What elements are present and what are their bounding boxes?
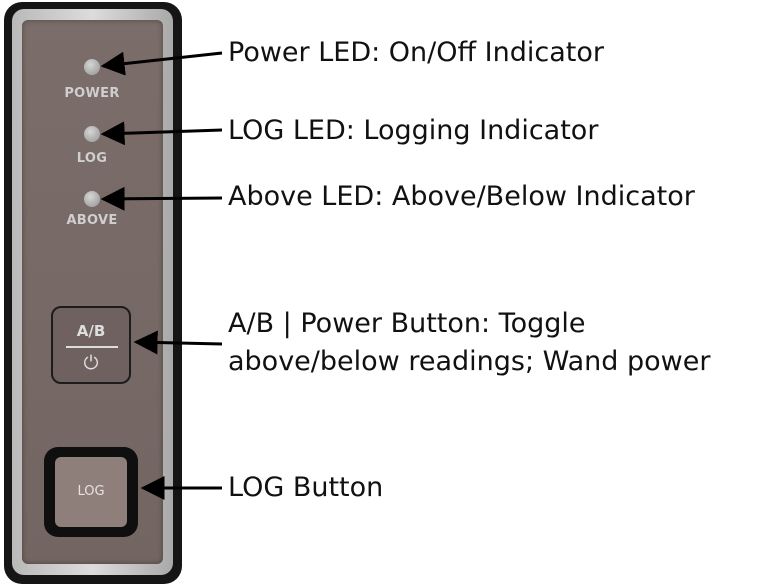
log-led-arrow — [100, 121, 223, 146]
power-led-arrow — [100, 51, 223, 76]
ab-power-button-callout-line2: above/below readings; Wand power — [228, 346, 711, 377]
log-led — [84, 126, 100, 142]
ab-power-button[interactable]: A/B ⏻ — [51, 306, 131, 384]
log-led-label: LOG — [76, 151, 108, 166]
log-led-callout: LOG LED: Logging Indicator — [228, 115, 599, 146]
ab-button-label: A/B — [76, 322, 106, 340]
power-icon: ⏻ — [83, 352, 99, 374]
log-button-label: LOG — [77, 484, 105, 499]
power-led-label: POWER — [64, 86, 120, 101]
above-led-label: ABOVE — [66, 213, 118, 228]
log-button[interactable]: LOG — [55, 457, 127, 527]
power-led — [84, 59, 100, 75]
ab-button-divider — [66, 346, 118, 348]
above-led-callout: Above LED: Above/Below Indicator — [228, 181, 695, 212]
log-button-callout: LOG Button — [228, 472, 384, 503]
power-led-callout: Power LED: On/Off Indicator — [228, 37, 604, 68]
ab-power-button-callout-line1: A/B | Power Button: Toggle — [228, 308, 586, 339]
above-led — [84, 191, 100, 207]
ab-button-arrow — [133, 330, 223, 355]
above-led-arrow — [100, 186, 223, 211]
